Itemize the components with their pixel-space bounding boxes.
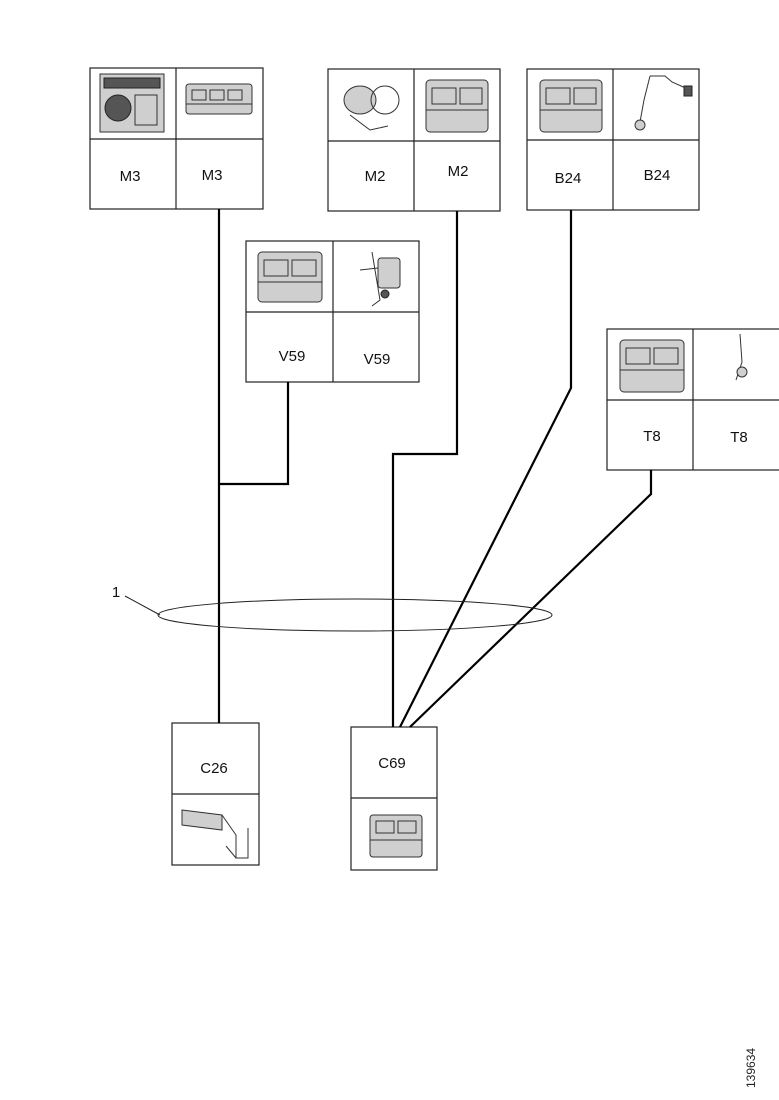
b24-label-left: B24 (555, 170, 582, 187)
v59-label-right: V59 (364, 351, 391, 368)
c26-label: C26 (200, 760, 228, 777)
b24-label-right: B24 (644, 167, 671, 184)
t8-sensor-icon (735, 333, 748, 381)
b24-connector-icon (539, 79, 603, 133)
wire-v59-junction (219, 382, 290, 486)
m3-connector-icon (185, 83, 253, 115)
drawing-code: 139634 (744, 1047, 758, 1088)
c26-terminal-icon (181, 809, 249, 859)
wire-b24-c69 (399, 210, 573, 728)
connector-t8: T8 T8 (606, 328, 779, 471)
connector-c69: C69 (350, 726, 438, 871)
t8-label-left: T8 (643, 428, 661, 445)
connector-c26: C26 (171, 722, 260, 866)
b24-sensor-icon (634, 75, 693, 131)
m3-component-icon (99, 73, 165, 133)
connector-v59: V59 V59 (245, 240, 420, 383)
connector-m2: M2 M2 (327, 68, 501, 212)
m2-motor-icon (343, 85, 400, 131)
harness-bundle: 1 (112, 584, 553, 632)
m2-label-left: M2 (365, 168, 386, 185)
v59-valve-icon (359, 251, 401, 307)
c69-label: C69 (378, 755, 406, 772)
wire-m2-c69 (391, 211, 459, 727)
m2-connector-icon (425, 79, 489, 133)
m2-label-right: M2 (448, 163, 469, 180)
m3-label-right: M3 (202, 167, 223, 184)
connector-b24: B24 B24 (526, 68, 700, 211)
connector-m3: M3 M3 (89, 67, 264, 210)
c69-connector-icon (369, 814, 423, 858)
v59-label-left: V59 (279, 348, 306, 365)
v59-connector-icon (257, 251, 323, 303)
wires (217, 209, 653, 728)
wire-t8-c69 (409, 470, 653, 728)
m3-label-left: M3 (120, 168, 141, 185)
t8-label-right: T8 (730, 429, 748, 446)
harness-callout-number: 1 (112, 584, 120, 601)
t8-connector-icon (619, 339, 685, 393)
